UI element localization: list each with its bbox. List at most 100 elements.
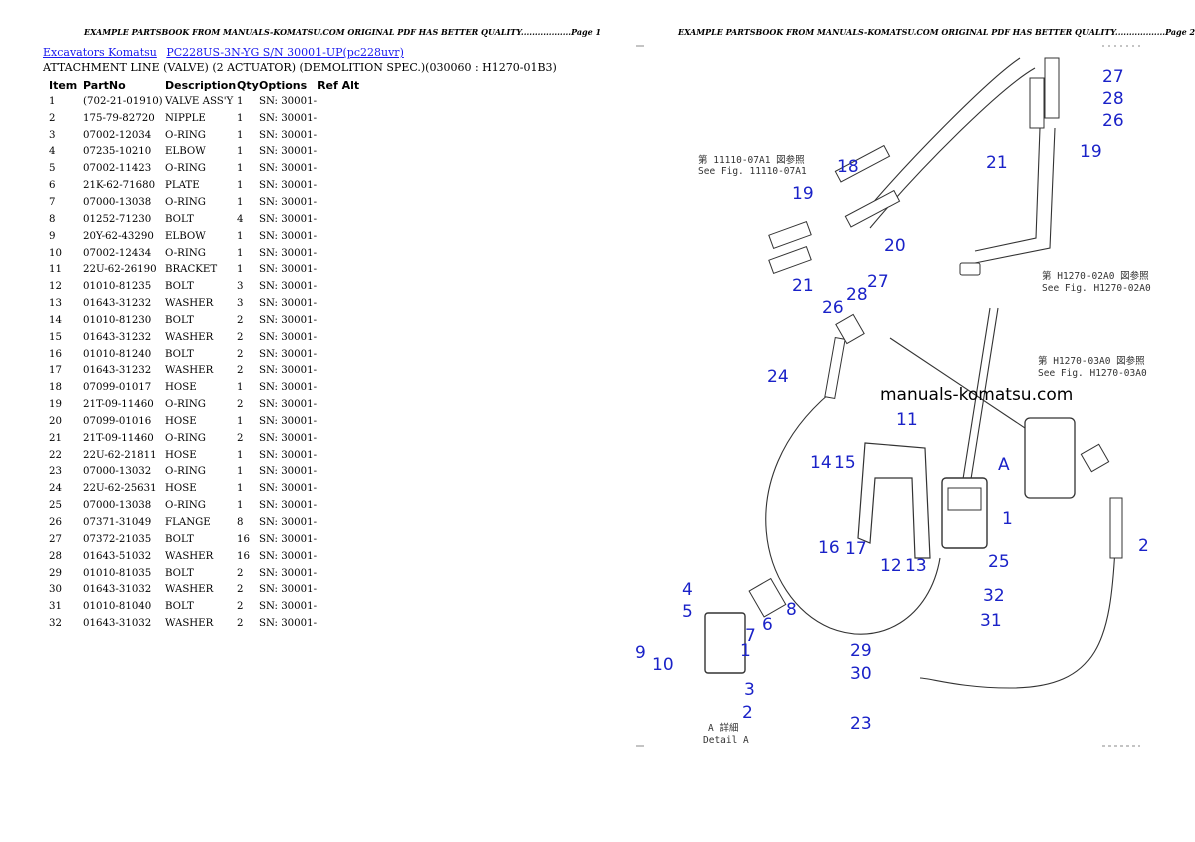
cell-ref-alt (317, 295, 367, 312)
cell-qty: 2 (237, 365, 244, 377)
cell-qty: 1 (237, 449, 244, 461)
column-header-description: Description (165, 78, 237, 92)
callout-2: 2 (1138, 536, 1149, 556)
valve-port (947, 487, 982, 511)
cell-description: HOSE (165, 382, 197, 394)
cell-ref-alt (317, 598, 367, 615)
ref-note-11110-en: See Fig. 11110-07A1 (698, 166, 807, 177)
cell-item: 10 (49, 247, 62, 259)
cell-item: 3 (49, 129, 56, 141)
cell-options: SN: 30001- (259, 196, 318, 208)
breadcrumb-link-category[interactable]: Excavators Komatsu (43, 46, 157, 59)
cell-description: BOLT (165, 533, 194, 545)
cell-description: HOSE (165, 449, 197, 461)
cell-item: 22 (49, 449, 62, 461)
callout-28b: 28 (1102, 89, 1124, 109)
callout-labels: 1 1 2 2 3 4 5 6 7 8 9 10 11 12 13 14 15 … (635, 67, 1149, 734)
upper-pipe-fitting-2 (1029, 77, 1045, 129)
page-title: ATTACHMENT LINE (VALVE) (2 ACTUATOR) (DE… (43, 61, 557, 74)
cell-options: SN: 30001- (259, 550, 318, 562)
cell-qty: 2 (237, 432, 244, 444)
cell-qty: 1 (237, 180, 244, 192)
callout-15: 15 (834, 453, 856, 473)
ref-note-11110-jp: 第 11110-07A1 図参照 (698, 154, 805, 166)
cell-partno: 07000-13032 (83, 466, 152, 478)
column-header-ref-alt: Ref Alt (317, 78, 360, 92)
cell-partno: 07002-12434 (83, 247, 152, 259)
cell-item: 1 (49, 95, 56, 107)
cell-item: 31 (49, 601, 62, 613)
cell-partno: 07000-13038 (83, 500, 152, 512)
cell-ref-alt (317, 278, 367, 295)
cell-partno: 07099-01016 (83, 415, 152, 427)
callout-11: 11 (896, 410, 918, 430)
bracket-11 (857, 442, 931, 559)
cell-ref-alt (317, 160, 367, 177)
cell-partno: 01643-31232 (83, 298, 152, 310)
cell-partno: 01010-81040 (83, 601, 152, 613)
callout-14: 14 (810, 453, 832, 473)
cell-description: WASHER (165, 298, 214, 310)
cell-description: FLANGE (165, 517, 211, 529)
upper-pipe-fitting-1 (1044, 57, 1060, 119)
cell-options: SN: 30001- (259, 112, 318, 124)
view-letter-a: A (998, 455, 1010, 475)
cell-qty: 1 (237, 112, 244, 124)
cell-qty: 8 (237, 517, 244, 529)
callout-7: 7 (745, 626, 756, 646)
cell-qty: 1 (237, 163, 244, 175)
cell-item: 32 (49, 618, 62, 630)
cell-options: SN: 30001- (259, 483, 318, 495)
cell-item: 5 (49, 163, 56, 175)
cell-item: 21 (49, 432, 62, 444)
ref-note-03a0-en: See Fig. H1270-03A0 (1038, 368, 1147, 379)
elbow-left (835, 313, 865, 345)
cell-qty: 2 (237, 348, 244, 360)
cell-description: VALVE ASS'Y (165, 95, 234, 107)
cell-description: HOSE (165, 483, 197, 495)
cell-item: 8 (49, 213, 56, 225)
corner-marks (636, 45, 1140, 747)
plate-6 (748, 577, 787, 618)
cell-item: 30 (49, 584, 62, 596)
cell-item: 9 (49, 230, 56, 242)
cell-description: WASHER (165, 618, 214, 630)
cell-item: 11 (49, 264, 62, 276)
cell-ref-alt (317, 396, 367, 413)
fitting-left-1 (768, 220, 812, 250)
cell-qty: 1 (237, 129, 244, 141)
callout-19b: 19 (1080, 142, 1102, 162)
callout-19: 19 (792, 184, 814, 204)
cell-partno: 01643-31232 (83, 365, 152, 377)
callout-1: 1 (1002, 509, 1013, 529)
cell-partno: 01010-81230 (83, 314, 152, 326)
cell-ref-alt (317, 261, 367, 278)
callout-16: 16 (818, 538, 840, 558)
cell-options: SN: 30001- (259, 314, 318, 326)
cell-qty: 16 (237, 533, 250, 545)
cell-options: SN: 30001- (259, 500, 318, 512)
cell-partno: 07099-01017 (83, 382, 152, 394)
cell-item: 14 (49, 314, 62, 326)
callout-1b: 1 (740, 641, 751, 661)
cell-ref-alt (317, 110, 367, 127)
callout-24: 24 (767, 367, 789, 387)
cell-ref-alt (317, 177, 367, 194)
breadcrumb-link-model[interactable]: PC228US-3N-YG S/N 30001-UP(pc228uvr) (166, 46, 404, 59)
cell-ref-alt (317, 615, 367, 632)
cell-options: SN: 30001- (259, 618, 318, 630)
callout-26: 26 (822, 298, 844, 318)
cell-partno: 07372-21035 (83, 533, 152, 545)
cell-partno: 22U-62-26190 (83, 264, 157, 276)
